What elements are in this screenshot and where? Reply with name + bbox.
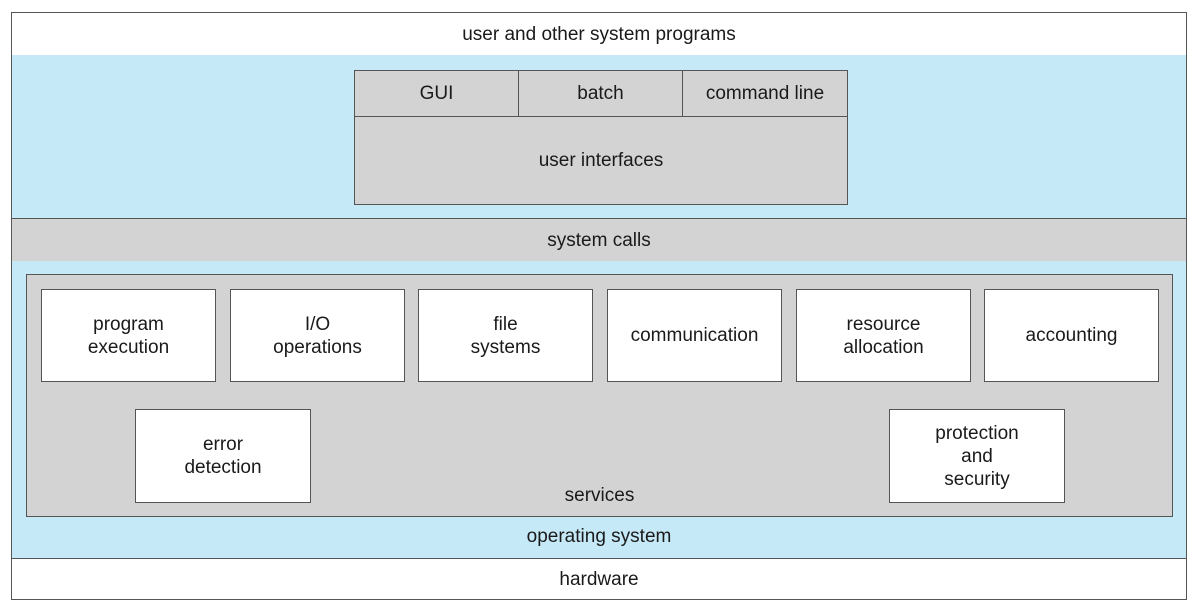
hardware-layer: hardware — [11, 558, 1187, 600]
service-protection-security: protection and security — [889, 409, 1065, 503]
system-calls-label: system calls — [547, 229, 651, 251]
service-resource-allocation-label: resource allocation — [843, 313, 924, 358]
ui-gui-label: GUI — [419, 83, 454, 104]
service-error-detection: error detection — [135, 409, 311, 503]
service-protection-security-label: protection and security — [935, 422, 1019, 490]
service-communication: communication — [607, 289, 782, 382]
services-title: services — [564, 485, 635, 506]
service-io-operations-label: I/O operations — [273, 313, 362, 358]
hardware-label: hardware — [559, 568, 639, 590]
ui-command-line-cell: command line — [682, 70, 848, 117]
service-file-systems-label: file systems — [470, 313, 541, 358]
operating-system-label: operating system — [526, 526, 672, 547]
user-programs-label: user and other system programs — [462, 23, 736, 45]
ui-command-line-label: command line — [705, 83, 825, 104]
service-program-execution-label: program execution — [87, 313, 170, 358]
service-accounting: accounting — [984, 289, 1159, 382]
service-program-execution: program execution — [41, 289, 216, 382]
user-programs-layer: user and other system programs — [11, 12, 1187, 56]
service-file-systems: file systems — [418, 289, 593, 382]
ui-batch-label: batch — [577, 83, 624, 104]
system-calls-layer: system calls — [11, 218, 1187, 262]
ui-gui-cell: GUI — [354, 70, 519, 117]
service-communication-label: communication — [630, 325, 759, 346]
service-accounting-label: accounting — [1025, 325, 1118, 346]
service-error-detection-label: error detection — [184, 434, 262, 478]
service-io-operations: I/O operations — [230, 289, 405, 382]
user-interfaces-title: user interfaces — [538, 150, 664, 171]
service-resource-allocation: resource allocation — [796, 289, 971, 382]
ui-batch-cell: batch — [518, 70, 683, 117]
